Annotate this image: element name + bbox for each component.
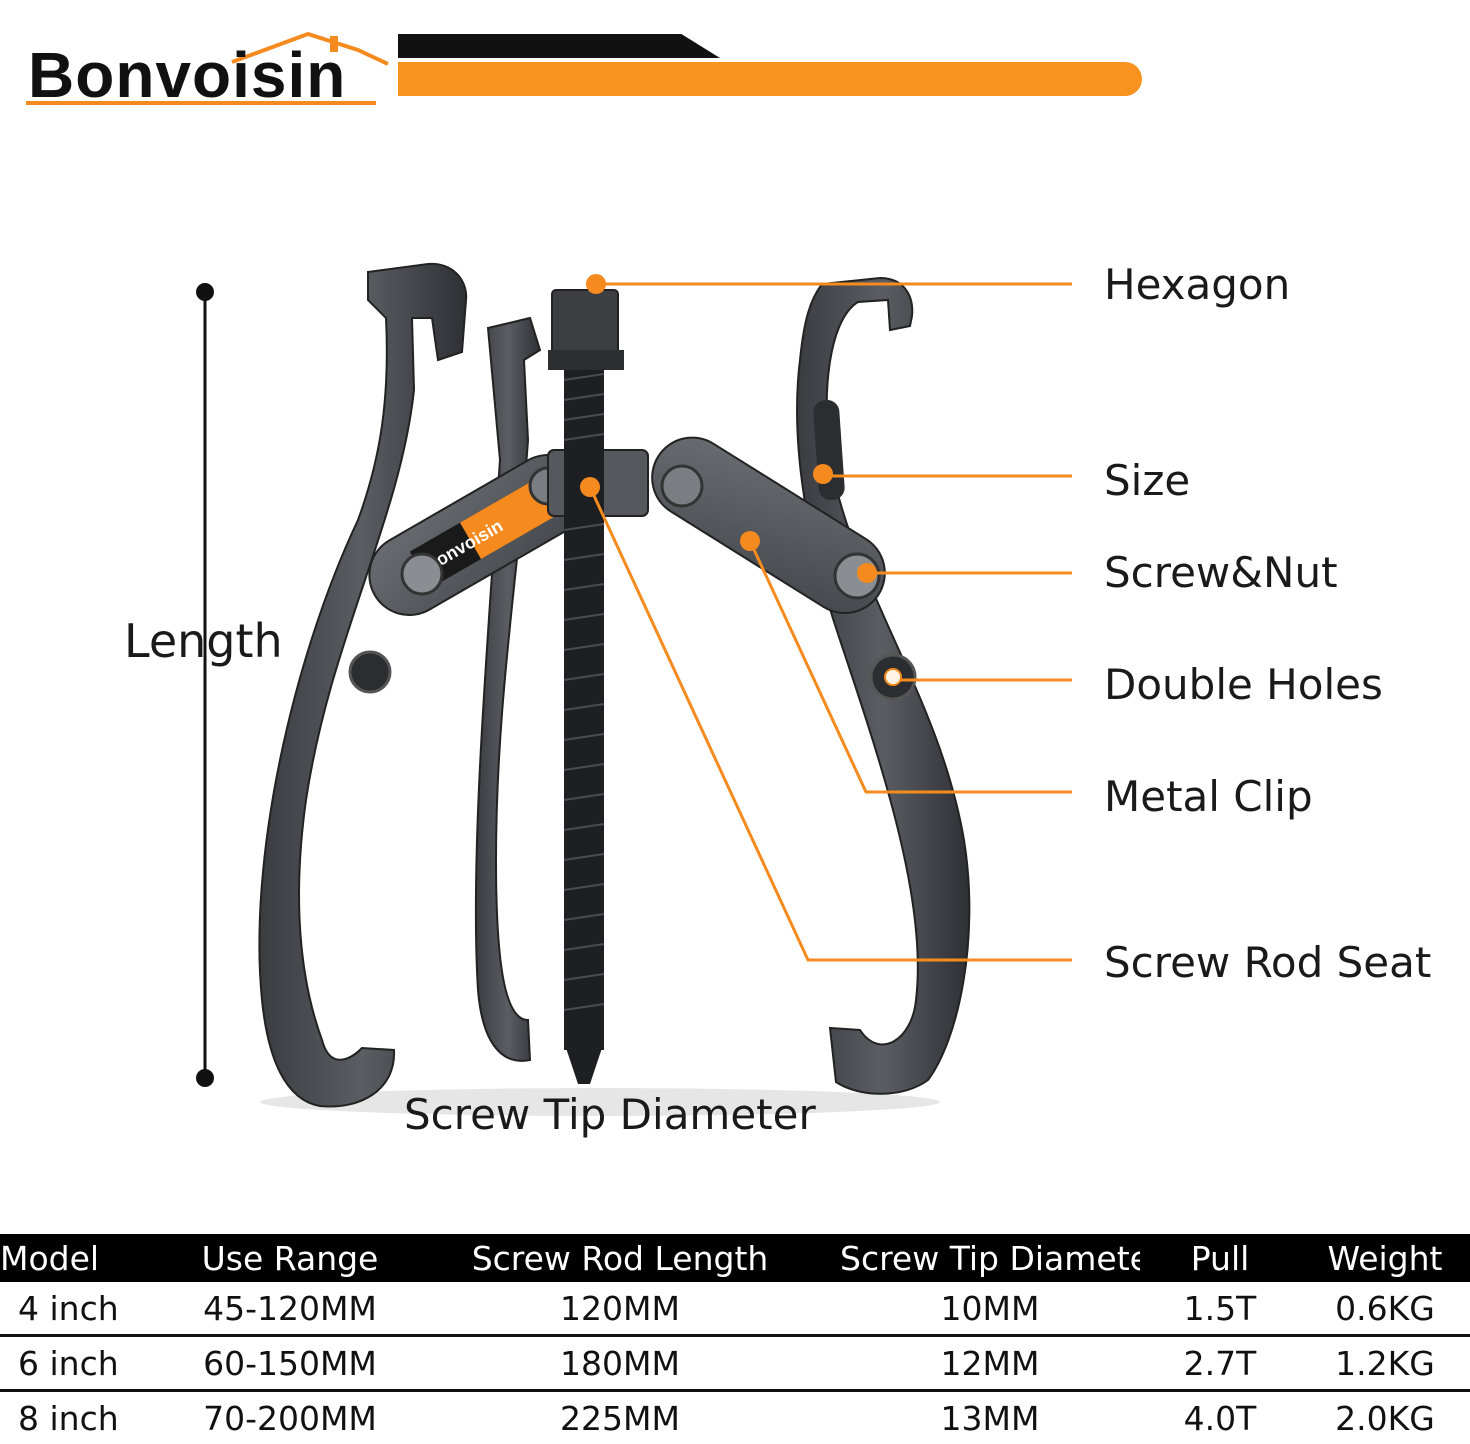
cell-model: 6 inch [0,1336,180,1391]
cell-pull: 1.5T [1140,1282,1300,1336]
cell-weight: 2.0KG [1300,1391,1470,1444]
callout-lines [590,284,1072,960]
screw-tip [566,1048,602,1084]
spec-table: Model Use Range Screw Rod Length Screw T… [0,1234,1470,1444]
header-model: Model [0,1234,180,1282]
header-screw-rod-length: Screw Rod Length [400,1234,840,1282]
cell-pull: 2.7T [1140,1336,1300,1391]
length-label: Length [124,614,283,668]
table-row: 4 inch 45-120MM 120MM 10MM 1.5T 0.6KG [0,1282,1470,1336]
cell-screw-rod-length: 180MM [400,1336,840,1391]
gear-puller-diagram: Bonvoisin [0,0,1470,1200]
callout-screw-nut: Screw&Nut [1104,552,1338,594]
header-use-range: Use Range [180,1234,400,1282]
screw-tip-diameter-label: Screw Tip Diameter [404,1090,816,1139]
bolt-top-right [662,466,702,506]
middle-jaw [476,318,540,1061]
cell-screw-tip-diameter: 10MM [840,1282,1140,1336]
cell-screw-tip-diameter: 12MM [840,1336,1140,1391]
header-screw-tip-diameter: Screw Tip Diameter [840,1234,1140,1282]
table-row: 8 inch 70-200MM 225MM 13MM 4.0T 2.0KG [0,1391,1470,1444]
length-dimension [196,283,214,1087]
cell-screw-rod-length: 225MM [400,1391,840,1444]
hexagon-head [552,290,618,354]
double-hole-dot-center [886,670,900,684]
table-row: 6 inch 60-150MM 180MM 12MM 2.7T 1.2KG [0,1336,1470,1391]
header-weight: Weight [1300,1234,1470,1282]
left-hole [350,652,390,692]
callout-size: Size [1104,460,1190,502]
callout-metal-clip: Metal Clip [1104,776,1313,818]
cell-weight: 0.6KG [1300,1282,1470,1336]
cell-screw-tip-diameter: 13MM [840,1391,1140,1444]
cell-use-range: 60-150MM [180,1336,400,1391]
hexagon-collar [548,350,624,370]
callout-double-holes: Double Holes [1104,664,1383,706]
cell-weight: 1.2KG [1300,1336,1470,1391]
cell-model: 8 inch [0,1391,180,1444]
cell-model: 4 inch [0,1282,180,1336]
table-header-row: Model Use Range Screw Rod Length Screw T… [0,1234,1470,1282]
cell-pull: 4.0T [1140,1391,1300,1444]
bolt-left [402,554,442,594]
cell-screw-rod-length: 120MM [400,1282,840,1336]
callout-hexagon: Hexagon [1104,264,1290,306]
cell-use-range: 70-200MM [180,1391,400,1444]
cell-use-range: 45-120MM [180,1282,400,1336]
callout-screw-rod-seat: Screw Rod Seat [1104,942,1431,984]
header-pull: Pull [1140,1234,1300,1282]
